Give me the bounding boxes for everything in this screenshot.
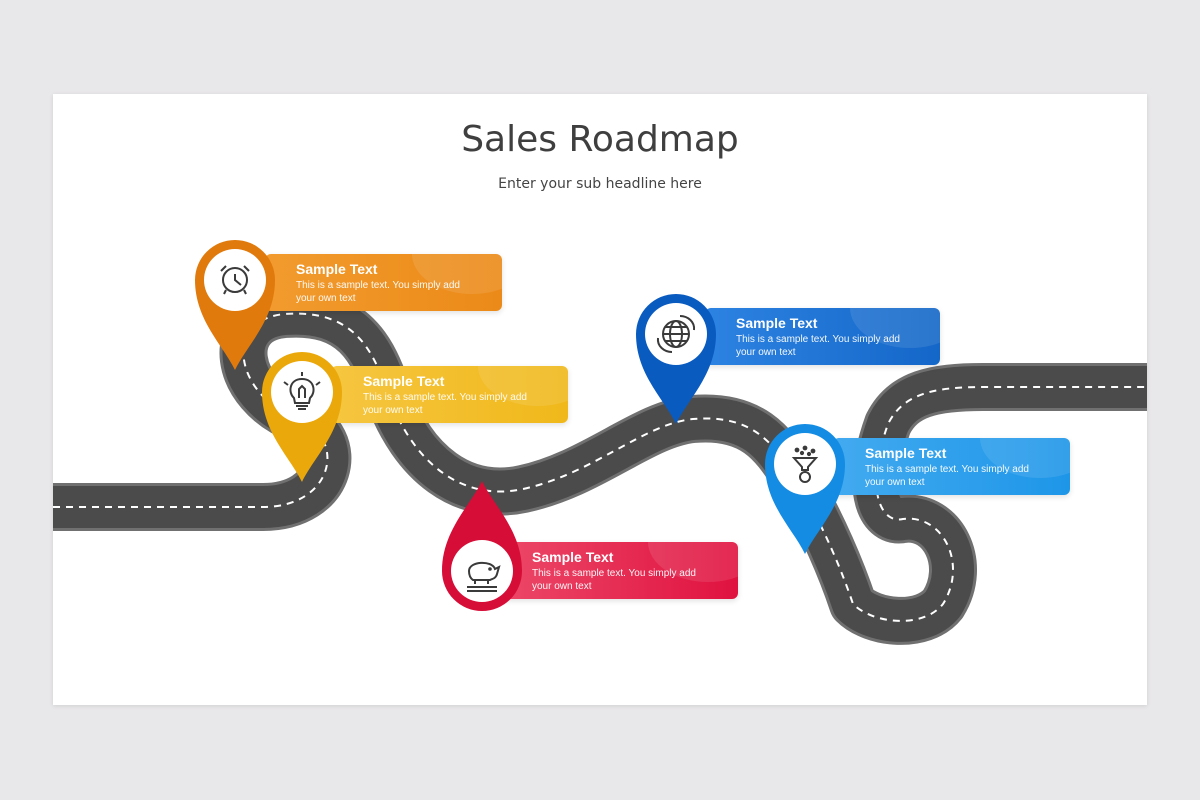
- alarm-clock-icon: [220, 265, 250, 295]
- piggy-bank-icon: [467, 561, 501, 592]
- step-3-text: This is a sample text. You simply add yo…: [532, 568, 696, 592]
- step-5-text: This is a sample text. You simply add yo…: [865, 464, 1029, 488]
- globe-icon: [656, 315, 696, 353]
- step-1-pin: [195, 240, 275, 370]
- funnel-icon: [791, 445, 819, 483]
- step-4-callout: Sample Text This is a sample text. You s…: [705, 308, 940, 365]
- step-5-title: Sample Text: [865, 445, 947, 461]
- step-1-text: This is a sample text. You simply add yo…: [296, 280, 460, 304]
- step-1-title: Sample Text: [296, 261, 378, 277]
- step-2-title: Sample Text: [363, 373, 445, 389]
- lightbulb-icon: [283, 372, 321, 410]
- slide: Sales Roadmap Enter your sub headline he…: [53, 94, 1147, 705]
- step-5-pin: [765, 424, 845, 554]
- step-3-title: Sample Text: [532, 549, 614, 565]
- step-1-callout: Sample Text This is a sample text. You s…: [265, 254, 502, 311]
- page-title: Sales Roadmap: [461, 119, 739, 160]
- step-2-pin: [262, 352, 342, 482]
- step-2-text: This is a sample text. You simply add yo…: [363, 392, 527, 416]
- step-5-callout: Sample Text This is a sample text. You s…: [833, 438, 1070, 495]
- step-4-text: This is a sample text. You simply add yo…: [736, 334, 900, 358]
- page-subtitle: Enter your sub headline here: [498, 176, 702, 192]
- road: [53, 289, 1147, 645]
- step-3-callout: Sample Text This is a sample text. You s…: [501, 542, 738, 599]
- step-4-pin: [636, 294, 716, 424]
- step-4-title: Sample Text: [736, 315, 818, 331]
- step-2-callout: Sample Text This is a sample text. You s…: [331, 366, 568, 423]
- step-3-pin: [442, 481, 522, 611]
